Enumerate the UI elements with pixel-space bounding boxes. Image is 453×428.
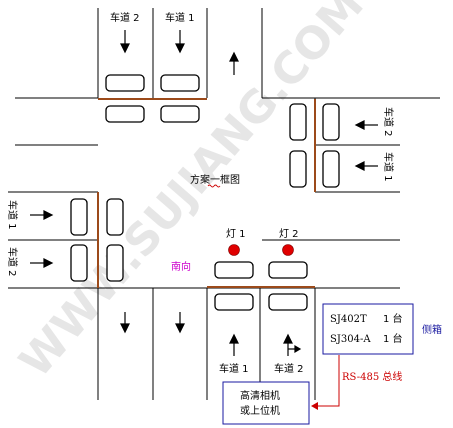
equipment-qty-1: 1 台 [383,312,403,325]
watermark-text: WWW.SUJIANG.COM [10,0,374,387]
arrow-down-icon [175,30,185,54]
detector-loops [70,74,340,311]
loop-north-3 [105,105,145,123]
red-light-icon-1 [228,244,240,256]
loop-west-1 [70,198,88,236]
arrow-up-icon [229,51,239,75]
arrow-down-icon [175,312,185,334]
lane-label-south-1: 车道 1 [219,362,249,375]
arrow-right-icon [30,258,54,268]
host-box-line-1: 高清相机 [240,389,280,402]
lane-label-north-1: 车道 2 [110,11,140,24]
arrow-left-icon [354,120,378,130]
equipment-box [322,303,414,355]
lane-label-east-1: 车道 2 [382,107,395,137]
red-light-icon-2 [282,244,294,256]
bus-arrow-icon [311,402,318,410]
lane-labels: 车道 2 车道 1 车道 1 车道 2 车道 2 车道 1 车道 1 车道 2 [6,11,395,375]
diagram-title: 方案一框图 [190,173,240,186]
side-box-label: 侧箱 [422,323,442,336]
loop-west-2 [70,244,88,282]
loop-east-4 [322,150,340,188]
arrow-up-icon [229,333,239,356]
direction-label: 南向 [171,260,191,273]
loop-south-2 [268,261,308,279]
loop-west-4 [106,244,124,282]
equipment-model-1: SJ402T [330,314,367,325]
lane-label-south-2: 车道 2 [274,362,304,375]
stop-lines [97,98,316,288]
host-box-line-2: 或上位机 [240,404,280,417]
lane-label-east-2: 车道 1 [382,152,395,182]
loop-east-3 [322,103,340,141]
loop-north-2 [160,74,200,92]
direction-arrows [30,30,378,356]
loop-north-4 [160,105,200,123]
loop-east-2 [289,150,307,188]
equipment-model-2: SJ304-A [330,334,371,345]
arrow-up-right-turn-icon [283,333,302,356]
arrow-down-icon [120,30,130,54]
loop-south-3 [214,293,254,311]
loop-north-1 [105,74,145,92]
loop-south-1 [214,261,254,279]
loop-west-3 [106,198,124,236]
lane-label-north-2: 车道 1 [165,11,195,24]
lane-label-west-2: 车道 2 [6,247,19,277]
arrow-down-icon [120,312,130,334]
host-box [222,381,310,425]
loop-east-1 [289,103,307,141]
title-squiggle [207,184,221,188]
equipment-qty-2: 1 台 [383,332,403,345]
bus-connection-line [318,355,340,407]
light-label-2: 灯 2 [279,228,299,240]
lane-label-west-1: 车道 1 [6,200,19,230]
arrow-left-icon [354,161,378,171]
loop-south-4 [268,293,308,311]
light-label-1: 灯 1 [226,228,246,240]
bus-label: RS-485 总线 [342,370,402,383]
arrow-right-icon [30,210,54,220]
